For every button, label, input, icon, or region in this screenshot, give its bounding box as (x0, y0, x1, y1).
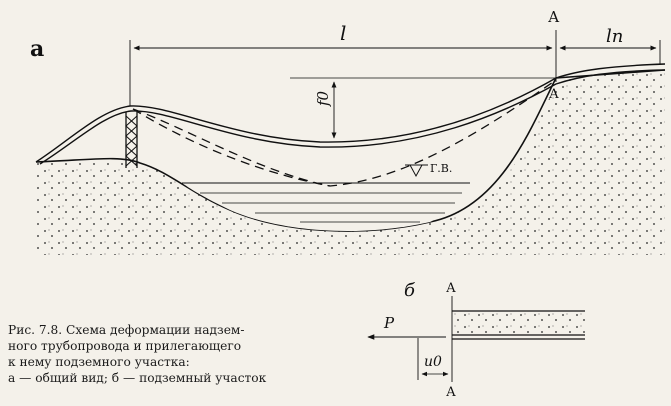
panel-b-a-bottom-label: А (446, 385, 456, 400)
support-trestle (125, 112, 138, 168)
caption-line-1: Рис. 7.8. Схема деформации надзем- (8, 323, 245, 337)
caption-line-4: а — общий вид; б — подземный участок (8, 371, 267, 385)
point-a-bottom-label: А (549, 87, 559, 102)
caption-line-3: к нему подземного участка: (8, 355, 190, 369)
water-level-marker (405, 164, 428, 178)
caption-line-2: ного трубопровода и прилегающего (8, 339, 242, 353)
pipeline (35, 63, 666, 165)
length-p-label: lп (606, 26, 623, 47)
length-label: l (340, 21, 346, 45)
panel-b-label: б (404, 280, 416, 301)
point-a-top-label: А (548, 8, 560, 26)
deformed-pipeline-dashed (132, 79, 557, 187)
sag-label: f0 (314, 90, 332, 107)
panel-a-label: а (30, 36, 44, 62)
figure-caption: Рис. 7.8. Схема деформации надзем- ного … (8, 322, 338, 386)
dimension-l (129, 30, 661, 106)
displacement-label: u0 (424, 354, 442, 370)
water-level-label: Г.В. (430, 162, 452, 175)
panel-b-a-top-label: А (446, 281, 456, 296)
dimension-f0 (290, 77, 556, 139)
panel-b-drawing (367, 296, 585, 382)
force-label: P (383, 314, 395, 332)
water-body (182, 182, 470, 232)
